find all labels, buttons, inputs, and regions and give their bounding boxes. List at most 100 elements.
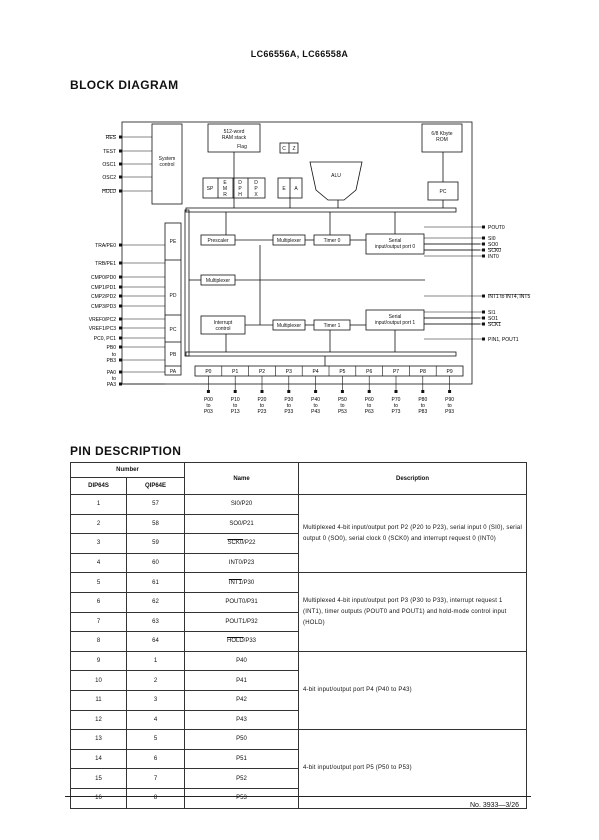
alu-block xyxy=(309,161,363,201)
interrupt-label-2: control xyxy=(215,326,230,332)
right-pin-stub xyxy=(482,225,485,229)
bottom-pin-label: P70 xyxy=(392,397,401,403)
qip-number: 3 xyxy=(126,689,185,711)
qip-number: 4 xyxy=(126,709,185,731)
bottom-pin-label: to xyxy=(206,403,210,409)
pin-name: P40 xyxy=(184,650,299,672)
pin-name: P41 xyxy=(184,670,299,691)
right-pin-label: INT0 xyxy=(488,254,499,260)
bottom-pin-stub xyxy=(206,390,210,393)
pin-name: SO0/P21 xyxy=(184,513,299,535)
dip-number: 13 xyxy=(70,729,127,750)
left-pin-stub xyxy=(119,382,122,386)
pin-name: INT0/P23 xyxy=(184,552,299,574)
ram-stack-label-2: RAM stack xyxy=(222,135,247,141)
left-pin-label: VREF1/PC3 xyxy=(89,326,116,332)
bottom-port-label: P4 xyxy=(313,369,319,375)
bottom-pin-label: P93 xyxy=(445,409,454,415)
left-pin-label: PB0 xyxy=(107,345,117,351)
serial0-label-1: Serial xyxy=(389,238,402,244)
bottom-port-label: P1 xyxy=(232,369,238,375)
bottom-pin-label: to xyxy=(340,403,344,409)
bottom-port-label: P8 xyxy=(420,369,426,375)
right-pin-label: SI1 xyxy=(488,310,496,316)
dph-label-3: H xyxy=(238,192,242,198)
pd-label: PD xyxy=(170,293,177,299)
right-pin-stub xyxy=(482,248,485,252)
dip-number: 12 xyxy=(70,709,127,731)
pin-name: P52 xyxy=(184,768,299,789)
e-register-label: E xyxy=(282,186,286,192)
dpx-label-2: P xyxy=(254,186,258,192)
flag-label: Flag xyxy=(237,144,247,150)
pin-description: 4-bit input/output port P5 (P50 to P53) xyxy=(298,729,527,809)
dph-label-2: P xyxy=(238,186,242,192)
number-header: Number xyxy=(70,462,185,478)
dip-number: 4 xyxy=(70,552,127,574)
bottom-port-label: P7 xyxy=(393,369,399,375)
right-pin-label: SO0 xyxy=(488,242,498,248)
left-pin-label: RES xyxy=(106,135,117,141)
pin-description: Multiplexed 4-bit input/output port P3 (… xyxy=(298,572,527,652)
dip-number: 15 xyxy=(70,768,127,789)
system-control-label-2: control xyxy=(159,162,174,168)
left-pin-stub xyxy=(119,189,122,193)
bottom-pin-label: P13 xyxy=(231,409,240,415)
pin-name: INT1/P30 xyxy=(184,572,299,593)
left-pin-label: PB3 xyxy=(107,358,117,364)
bottom-pin-stub xyxy=(367,390,371,393)
right-pin-stub xyxy=(482,337,485,341)
interrupt-label-1: Interrupt xyxy=(214,320,233,326)
bottom-pin-label: to xyxy=(448,403,452,409)
prescaler-label: Prescaler xyxy=(207,238,228,244)
pin-description: Multiplexed 4-bit input/output port P2 (… xyxy=(298,493,527,574)
right-pin-label: PIN1, POUT1 xyxy=(488,337,519,343)
bottom-pin-label: to xyxy=(421,403,425,409)
emr-label-1: E xyxy=(223,180,227,186)
emr-label-2: M xyxy=(223,186,227,192)
pa-label: PA xyxy=(170,369,177,375)
dpx-label-3: X xyxy=(254,192,258,198)
qip-header: QIP64E xyxy=(126,477,185,495)
pe-label: PE xyxy=(170,239,177,245)
right-pin-label: SI0 xyxy=(488,236,496,242)
bottom-pin-stub xyxy=(340,390,344,393)
qip-number: 2 xyxy=(126,670,185,691)
bottom-pin-stub xyxy=(448,390,452,393)
dip-number: 9 xyxy=(70,650,127,672)
multiplexer-label: Multiplexer xyxy=(206,278,231,284)
pin-description-title: PIN DESCRIPTION xyxy=(70,444,182,458)
left-pin-stub xyxy=(119,317,122,321)
left-pin-stub xyxy=(119,326,122,330)
dip-number: 16 xyxy=(70,787,127,809)
dip-header: DIP64S xyxy=(70,477,127,495)
right-pin-stub xyxy=(482,254,485,258)
document-header: LC66556A, LC66558A xyxy=(250,49,349,59)
bottom-pin-label: P43 xyxy=(311,409,320,415)
bottom-pin-label: P30 xyxy=(284,397,293,403)
right-pin-label: INT1 to INT4, INT5 xyxy=(488,294,530,300)
bottom-pin-stub xyxy=(287,390,291,393)
pin-name: POUT0/P31 xyxy=(184,591,299,613)
pin-name: POUT1/P32 xyxy=(184,611,299,633)
dph-label-1: D xyxy=(238,180,242,186)
page-number: No. 3933—3/26 xyxy=(470,802,520,809)
bottom-port-label: P3 xyxy=(286,369,292,375)
dip-number: 2 xyxy=(70,513,127,535)
bottom-pin-label: P53 xyxy=(338,409,347,415)
c-register-label: C xyxy=(282,146,286,152)
right-pin-label: SO1 xyxy=(488,316,498,322)
serial1-label-1: Serial xyxy=(389,314,402,320)
left-pin-label: VREF0/PC2 xyxy=(89,317,116,323)
right-pin-stub xyxy=(482,310,485,314)
left-pin-label: TRB/PE1 xyxy=(95,261,116,267)
bottom-pin-label: to xyxy=(260,403,264,409)
sp-label: SP xyxy=(207,186,214,192)
pin-name: HOLD/P33 xyxy=(184,631,299,652)
